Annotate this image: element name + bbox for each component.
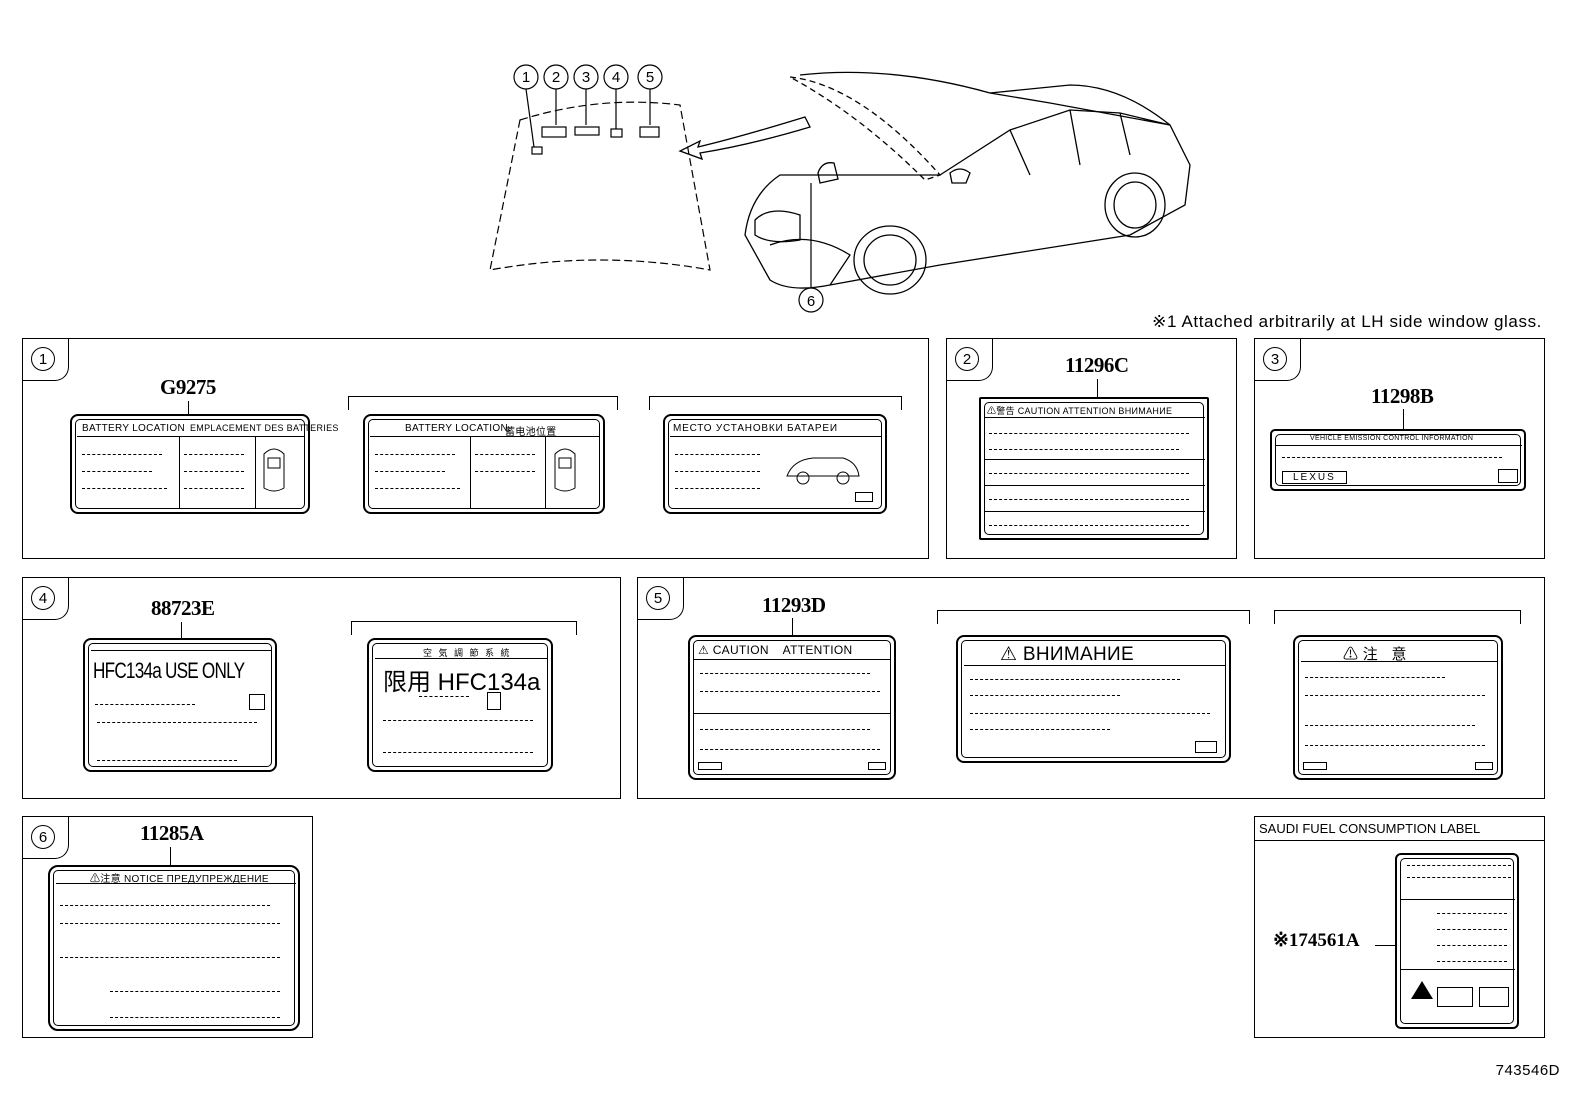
callout-markers xyxy=(513,64,663,155)
callout-3: 3 xyxy=(582,69,590,86)
panel-1: 1 G9275 BATTERY LOCATION EMPLACEMENT DES… xyxy=(22,338,929,559)
refrigerant-label-b: 空 気 調 節 系 統 限用 HFC134a xyxy=(367,638,553,772)
refrigerant-label-a: HFC134a USE ONLY xyxy=(83,638,277,772)
arrow-icon xyxy=(678,116,811,161)
car-drawing xyxy=(744,71,1191,295)
panel-5: 5 11293D ⚠ CAUTION ATTENTION ⚠ ВНИМАНИЕ … xyxy=(637,577,1545,799)
warning-triangle-icon xyxy=(1411,981,1433,999)
vehicle-illustration: 1 2 3 4 5 6 xyxy=(489,64,1191,313)
part-number: 11293D xyxy=(762,593,826,617)
callout-5: 5 xyxy=(646,69,654,86)
caution-label: ⚠警告 CAUTION ATTENTION ВНИМАНИЕ xyxy=(979,397,1209,540)
notice-label: ⚠注意 NOTICE ПРЕДУПРЕЖДЕНИЕ xyxy=(48,865,300,1031)
part-number: 11285A xyxy=(140,821,204,845)
callout-2: 2 xyxy=(552,69,560,86)
panel-title: SAUDI FUEL CONSUMPTION LABEL xyxy=(1255,817,1544,841)
caution-label-c: ⚠ 注 意 xyxy=(1293,635,1503,780)
callout-6: 6 xyxy=(807,293,815,310)
callout-4: 4 xyxy=(612,69,620,86)
panel-index: 1 xyxy=(31,347,55,371)
battery-label-c: МЕСТО УСТАНОВКИ БАТАРЕИ xyxy=(663,414,887,514)
panel-index: 5 xyxy=(646,586,670,610)
lexus-logo: LEXUS xyxy=(1282,471,1347,484)
panel-4: 4 88723E HFC134a USE ONLY 空 気 調 節 系 統 限用… xyxy=(22,577,621,799)
panel-index: 2 xyxy=(955,347,979,371)
car-side-icon xyxy=(786,457,860,485)
saudi-fuel-panel: SAUDI FUEL CONSUMPTION LABEL ※174561A xyxy=(1254,816,1545,1038)
saudi-fuel-label xyxy=(1395,853,1519,1029)
caution-label-b: ⚠ ВНИМАНИЕ xyxy=(956,635,1231,763)
part-number: 11296C xyxy=(1065,353,1129,377)
panel-index: 3 xyxy=(1263,347,1287,371)
part-number: 11298B xyxy=(1371,384,1434,408)
emission-label: VEHICLE EMISSION CONTROL INFORMATION LEX… xyxy=(1270,429,1526,491)
part-number: ※174561A xyxy=(1273,930,1360,951)
part-number: G9275 xyxy=(160,375,216,399)
drawing-id: 743546D xyxy=(1495,1062,1560,1079)
panel-index: 4 xyxy=(31,586,55,610)
panel-3: 3 11298B VEHICLE EMISSION CONTROL INFORM… xyxy=(1254,338,1545,559)
callout-1: 1 xyxy=(522,69,530,86)
panel-index: 6 xyxy=(31,825,55,849)
car-top-icon xyxy=(263,448,285,492)
attachment-note: ※1 Attached arbitrarily at LH side windo… xyxy=(1152,312,1542,331)
windshield-outline xyxy=(489,101,711,271)
caution-label-a: ⚠ CAUTION ATTENTION xyxy=(688,635,896,780)
panel-6: 6 11285A ⚠注意 NOTICE ПРЕДУПРЕЖДЕНИЕ xyxy=(22,816,313,1038)
part-number: 88723E xyxy=(151,596,215,620)
battery-label-b: BATTERY LOCATION 蓄电池位置 xyxy=(363,414,605,514)
battery-label-a: BATTERY LOCATION EMPLACEMENT DES BATTERI… xyxy=(70,414,338,514)
car-top-icon xyxy=(554,448,576,492)
panel-2: 2 11296C ⚠警告 CAUTION ATTENTION ВНИМАНИЕ xyxy=(946,338,1237,559)
